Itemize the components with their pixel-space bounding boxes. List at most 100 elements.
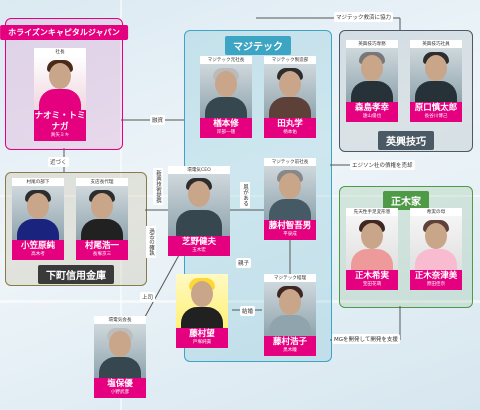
person-photo <box>94 324 146 378</box>
person-namebar: 原口慎太郎 長谷川博己 <box>410 102 462 122</box>
label-kekkon: 結婚 <box>240 306 256 316</box>
person-namebar: 田丸学 柄本佑 <box>264 118 316 138</box>
person-name: 楢本修 <box>213 119 239 129</box>
person-name: 田丸学 <box>277 119 303 129</box>
group-magitech-title: マジテック <box>225 36 291 55</box>
person-photo <box>410 48 462 102</box>
person-namebar: 藤村智吾男 平泉成 <box>264 220 316 240</box>
label-sanninme: 新興技術提携 <box>153 168 163 205</box>
group-eishin-title: 英興技巧 <box>378 131 434 150</box>
person-actor: 高木考 <box>31 252 45 257</box>
person-role: 希実の母 <box>410 208 462 216</box>
person-name: 原口慎太郎 <box>414 103 458 113</box>
person-name: 藤村望 <box>189 329 215 339</box>
person-actor: 遠山俊也 <box>362 114 382 119</box>
person-actor: 柄本佑 <box>283 130 297 135</box>
label-magitech-eishin: マジテック救済に協力 <box>334 12 394 22</box>
person-actor: 平泉成 <box>283 232 297 237</box>
person-card-tamaru: マジテック製造部 田丸学 柄本佑 <box>264 56 316 138</box>
person-role: 英興技巧社員 <box>410 40 462 48</box>
person-namebar: 正木奈津美 原田佳奈 <box>410 270 462 290</box>
person-card-murao: 支店長代理 村尾浩一 長塚京三 <box>76 178 128 260</box>
person-photo <box>264 282 316 336</box>
person-card-masaki-mother: 希実の母 正木奈津美 原田佳奈 <box>410 208 462 290</box>
person-photo <box>346 48 398 102</box>
person-actor: 小野武彦 <box>110 390 130 395</box>
label-joushi: 上司 <box>140 292 156 302</box>
person-role: 村尾の部下 <box>12 178 64 186</box>
person-card-shiba: 環電気CEO 芝野健夫 玉木宏 <box>168 166 230 256</box>
person-card-nukimoto: マジテック元社長 楢本修 岸部一徳 <box>200 56 252 138</box>
person-actor: 原田佳奈 <box>426 282 446 287</box>
person-role: マジテック元社長 <box>200 56 252 64</box>
person-namebar: 藤村望 戸塚純貴 <box>176 328 228 348</box>
person-name: 正木希実 <box>354 271 389 281</box>
person-namebar: 正木希実 宝田花萌 <box>346 270 398 290</box>
person-card-fujimura: マジテック前社長 藤村智吾男 平泉成 <box>264 158 316 240</box>
person-photo <box>200 64 252 118</box>
group-shitamachi-title: 下町信用金庫 <box>38 265 114 284</box>
person-actor: 長塚京三 <box>92 252 112 257</box>
person-namebar: 小笠原純 高木考 <box>12 240 64 260</box>
person-name: 藤村智吾男 <box>268 221 312 231</box>
person-actor: 長谷川博己 <box>424 114 448 119</box>
person-name: 小笠原純 <box>20 241 55 251</box>
person-name: 正木奈津美 <box>414 271 458 281</box>
person-photo <box>264 166 316 220</box>
person-card-hiroko: マジテック経理 藤村浩子 黒木瞳 <box>264 274 316 356</box>
person-role: 環電気CEO <box>168 166 230 174</box>
person-role: マジテック経理 <box>264 274 316 282</box>
person-namebar: ナオミ・トミナガ 真矢ミキ <box>34 110 86 141</box>
person-card-masaki-kimi: 先天性手足変形患 正木希実 宝田花萌 <box>346 208 398 290</box>
person-card-tawara: 環電気会長 塩保優 小野武彦 <box>94 316 146 398</box>
person-role: マジテック前社長 <box>264 158 316 166</box>
person-actor: 真矢ミキ <box>50 133 70 138</box>
label-kanryo: 融資 <box>150 115 166 125</box>
person-photo <box>12 186 64 240</box>
group-masaki-title: 正木家 <box>383 191 429 210</box>
person-namebar: 村尾浩一 長塚京三 <box>76 240 128 260</box>
person-role: 支店長代理 <box>76 178 128 186</box>
person-actor: 宝田花萌 <box>362 282 382 287</box>
person-name: 芝野健夫 <box>181 237 216 247</box>
person-namebar: 藤村浩子 黒木瞳 <box>264 336 316 356</box>
label-kako-fukuyu: 過去の確執 <box>146 226 156 258</box>
person-photo <box>264 64 316 118</box>
person-card-nozomu: 藤村望 戸塚純貴 <box>176 274 228 348</box>
person-role: 英興技巧専務 <box>346 40 398 48</box>
person-actor: 岸部一徳 <box>216 130 236 135</box>
person-role: 社長 <box>34 48 86 56</box>
person-photo <box>76 186 128 240</box>
person-role: 環電気会長 <box>94 316 146 324</box>
person-card-harako: 英興技巧社員 原口慎太郎 長谷川博己 <box>410 40 462 122</box>
person-name: 塩保優 <box>107 379 133 389</box>
label-chikazuku: 近づく <box>48 157 69 167</box>
person-namebar: 森島孝幸 遠山俊也 <box>346 102 398 122</box>
background-streak <box>0 300 480 303</box>
person-photo <box>410 216 462 270</box>
label-ejison: エジソン社の債権を売却 <box>350 160 415 170</box>
person-name: 森島孝幸 <box>354 103 389 113</box>
person-photo <box>176 274 228 328</box>
person-namebar: 芝野健夫 玉木宏 <box>168 236 230 256</box>
person-role: 先天性手足変形患 <box>346 208 398 216</box>
person-actor: 戸塚純貴 <box>192 340 212 345</box>
label-on-aru: 恩がある <box>240 182 250 208</box>
person-photo <box>34 56 86 110</box>
person-card-morishima: 英興技巧専務 森島孝幸 遠山俊也 <box>346 40 398 122</box>
label-oyako: 親子 <box>236 258 252 268</box>
person-photo <box>346 216 398 270</box>
person-actor: 玉木宏 <box>192 248 206 253</box>
person-role: マジテック製造部 <box>264 56 316 64</box>
label-mg-support: MGを開発して開発を支援 <box>332 334 400 344</box>
person-namebar: 楢本修 岸部一徳 <box>200 118 252 138</box>
person-name: ナオミ・トミナガ <box>34 111 86 132</box>
person-card-ogasawara: 村尾の部下 小笠原純 高木考 <box>12 178 64 260</box>
person-photo <box>168 174 230 236</box>
person-namebar: 塩保優 小野武彦 <box>94 378 146 398</box>
person-card-naomi: 社長 ナオミ・トミナガ 真矢ミキ <box>34 48 86 141</box>
person-name: 村尾浩一 <box>84 241 119 251</box>
person-name: 藤村浩子 <box>272 337 307 347</box>
person-actor: 黒木瞳 <box>283 348 297 353</box>
group-horizon-title: ホライズンキャピタルジャパン <box>0 25 128 40</box>
